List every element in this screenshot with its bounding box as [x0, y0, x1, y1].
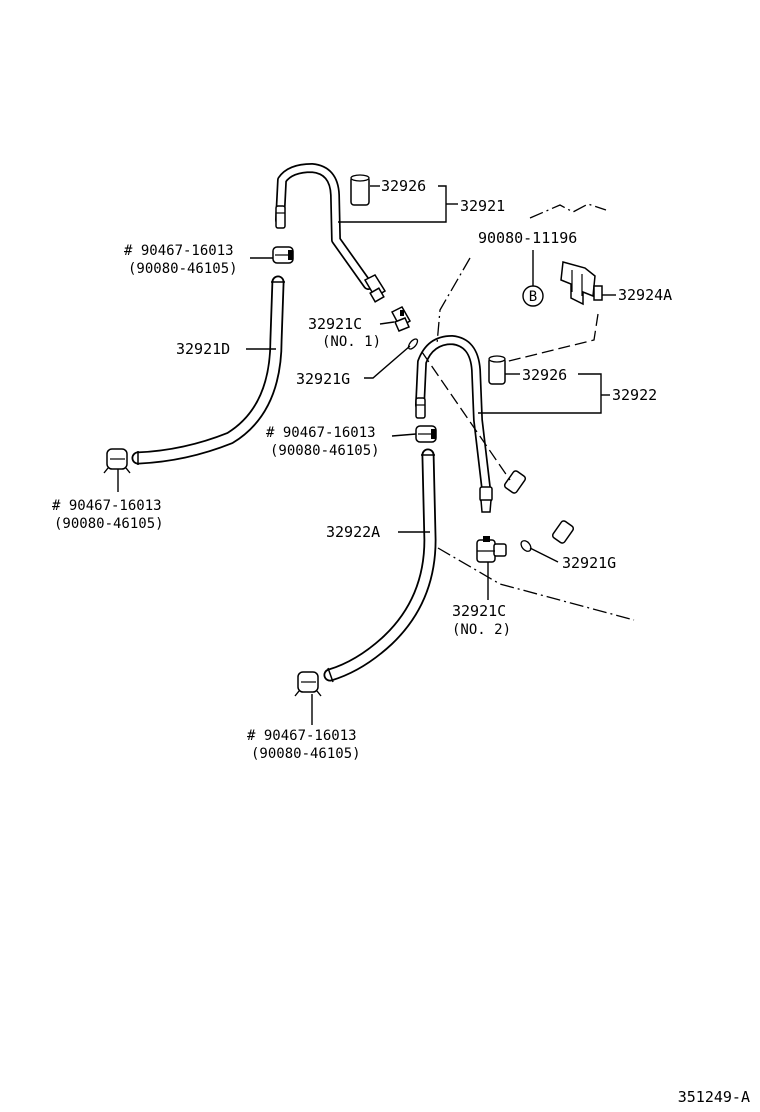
ghost-sleeve-1 [503, 470, 527, 494]
label-90080-11196: 90080-11196 [478, 229, 577, 247]
nozzle-32921C-no2 [476, 536, 507, 563]
gasket-32921G-left [407, 338, 419, 350]
pipe-32921 [275, 163, 387, 303]
label-clamp3-part: # 90467-16013 [52, 498, 162, 514]
label-32922A: 32922A [326, 523, 380, 541]
label-32921C-no2: 32921C [452, 602, 506, 620]
label-32921C-no1: 32921C [308, 315, 362, 333]
clamp-1 [272, 246, 294, 264]
label-clamp2-alt: (90080-46105) [270, 443, 380, 459]
label-no2: (NO. 2) [452, 622, 511, 638]
nozzle-32921C-no1 [390, 306, 412, 332]
label-32921D: 32921D [176, 340, 230, 358]
label-32921G-left: 32921G [296, 370, 350, 388]
sleeve-32926-mid [488, 355, 506, 385]
label-32926-top: 32926 [381, 177, 426, 195]
figure-id: 351249-A [678, 1088, 750, 1106]
part-labels: 32926 32921 90080-11196 32924A # 90467-1… [52, 177, 750, 1106]
body-outline-lines [421, 203, 635, 621]
pipe-32922 [415, 335, 493, 513]
label-clamp4-part: # 90467-16013 [247, 728, 357, 744]
ghost-sleeve-2 [551, 520, 575, 544]
label-clamp4-alt: (90080-46105) [251, 746, 361, 762]
clamp-4 [294, 671, 322, 697]
circle-b-label: B [529, 289, 537, 305]
label-32926-mid: 32926 [522, 366, 567, 384]
label-clamp2-part: # 90467-16013 [266, 425, 376, 441]
bolt-marker-b: B [522, 285, 544, 307]
label-32921: 32921 [460, 197, 505, 215]
label-clamp3-alt: (90080-46105) [54, 516, 164, 532]
label-32924A: 32924A [618, 286, 672, 304]
gasket-32921G-right [520, 540, 532, 552]
hose-32921D [131, 275, 285, 465]
bracket-32924A [560, 261, 603, 306]
clamp-2 [103, 448, 131, 474]
hose-32922A [323, 448, 437, 683]
sleeve-32926-top [350, 174, 370, 206]
label-clamp1-part: # 90467-16013 [124, 243, 234, 259]
label-32922: 32922 [612, 386, 657, 404]
label-clamp1-alt: (90080-46105) [128, 261, 238, 277]
label-32921G-right: 32921G [562, 554, 616, 572]
clamp-3 [415, 425, 437, 443]
label-no1: (NO. 1) [322, 334, 381, 350]
leader-lines [117, 185, 616, 725]
